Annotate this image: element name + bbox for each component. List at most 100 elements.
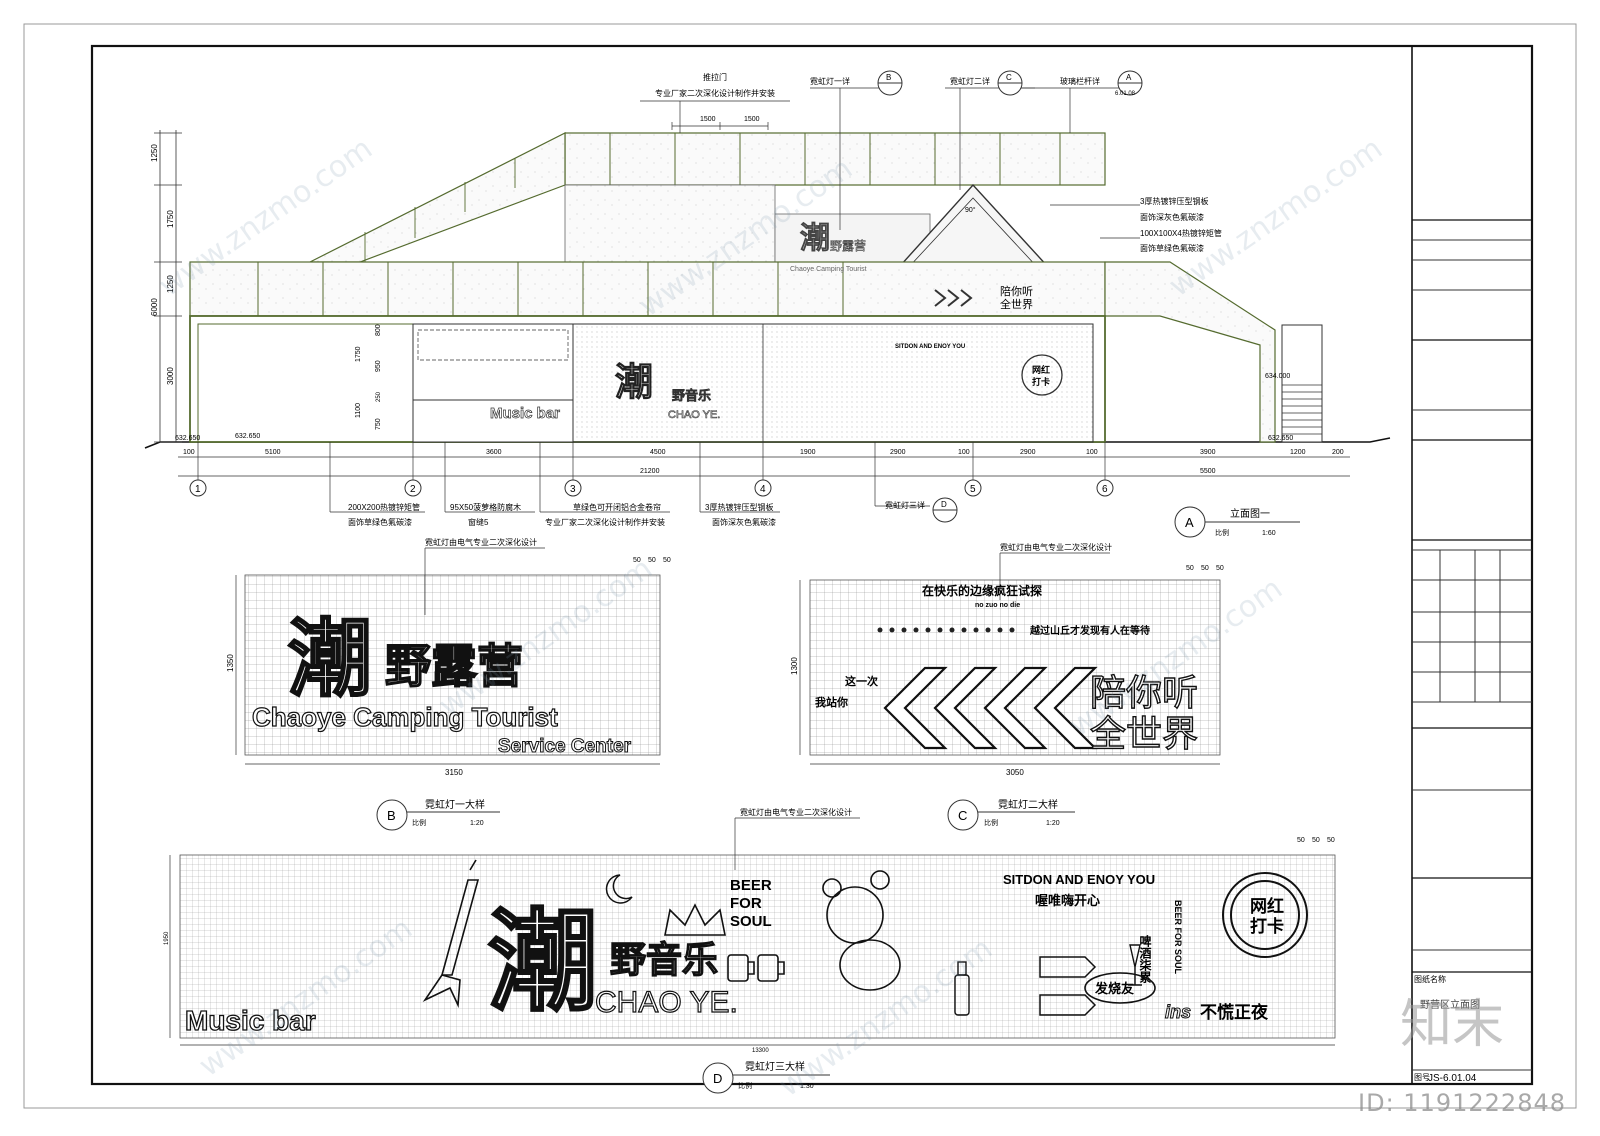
axis-marker-2: 2 <box>404 442 422 497</box>
detail-d-griddim-1: 50 <box>1297 837 1305 844</box>
callout-neon1: 霓虹灯一详 <box>810 76 850 86</box>
callout-glass-sheet: 6.01.08 <box>1115 91 1136 97</box>
stair-block <box>1281 324 1323 443</box>
detail-d-beer3: SOUL <box>730 913 772 930</box>
axis-marker-6: 6 <box>1096 442 1114 497</box>
axis-marker-1: 1 <box>189 442 207 497</box>
detail-c-line2: 越过山丘才发现有人在等待 <box>1029 624 1150 637</box>
level-left: 632.650 <box>175 435 200 442</box>
dim-bottom-3: 3600 <box>486 449 502 456</box>
crown-icon <box>664 903 726 936</box>
detail-b-griddim-3: 50 <box>663 557 671 564</box>
detail-d-wanghong: 网红 <box>1250 896 1284 916</box>
detail-b-note: 霓虹灯由电气专业二次深化设计 <box>425 537 537 547</box>
note-bottom-2a: 95X50菠萝格防腐木 <box>450 502 521 512</box>
dim-top-2: 1500 <box>744 116 760 123</box>
drawing-no-label: 图号 <box>1414 1073 1430 1082</box>
level-right-2: 632.650 <box>1268 435 1293 442</box>
elev-peinitng: 陪你听 <box>1000 284 1033 298</box>
window-opening <box>412 323 574 443</box>
dim-inner-3: 950 <box>375 360 382 372</box>
detail-c-scale: 1:20 <box>1046 820 1060 827</box>
wine-glass-icon <box>1128 944 1142 986</box>
upper-stair <box>309 132 566 263</box>
note-right-2: 面饰深灰色氟碳漆 <box>1140 212 1204 222</box>
detail-b-scale-label: 比例 <box>412 818 426 827</box>
elev-yeyinyue: 野音乐 <box>672 388 711 403</box>
axis-label-2: 2 <box>410 484 416 495</box>
detail-c-line1-sub: no zuo no die <box>975 602 1020 609</box>
elev-music-bar: Music bar <box>490 405 560 422</box>
callout-vendor: 专业厂家二次深化设计制作并安装 <box>655 88 775 98</box>
callout-sliding-door: 推拉门 <box>703 72 727 82</box>
right-stair <box>1104 261 1276 443</box>
elevation-drawing: 90° 潮 Music bar 野音乐 CHAO YE. SITDO <box>144 70 1391 538</box>
neon-wall-panel <box>572 323 1094 443</box>
note-right-4: 面饰草绿色氟碳漆 <box>1140 243 1204 253</box>
detail-d-griddim-3: 50 <box>1327 837 1335 844</box>
detail-b-char: 潮 <box>288 612 372 706</box>
detail-d-width: 13300 <box>752 1048 769 1054</box>
detail-c-big1: 陪你听 <box>1090 672 1198 713</box>
callout-neon1-ref: B <box>886 73 891 82</box>
axis-marker-5: 5 <box>964 442 982 497</box>
dim-bottom-1: 100 <box>183 449 195 456</box>
detail-d-cheer: 喔唯嗨开心 <box>1035 893 1100 908</box>
detail-b-width: 3150 <box>445 768 463 777</box>
dim-bottom-10: 3900 <box>1200 449 1216 456</box>
dim-left-total: 6000 <box>150 298 159 316</box>
detail-d-ins-cn: 不慌正夜 <box>1200 1002 1269 1022</box>
astronaut-bear-icon <box>822 870 901 991</box>
axis-label-1: 1 <box>195 484 201 495</box>
dim-left-2: 1750 <box>166 210 175 228</box>
dim-left-3: 1250 <box>166 275 175 293</box>
dim-inner-6: 750 <box>375 418 382 430</box>
detail-d-scale-label: 比例 <box>738 1081 752 1090</box>
wanghong-badge <box>1222 872 1308 958</box>
detail-b-griddim-2: 50 <box>648 557 656 564</box>
detail-d-daka: 打卡 <box>1250 916 1284 936</box>
elev-scale-label: 比例 <box>1215 528 1229 537</box>
callout-neon2: 霓虹灯二详 <box>950 76 990 86</box>
outer-border <box>23 23 1577 1109</box>
elev-symbol: A <box>1185 515 1194 530</box>
detail-c-symbol: C <box>958 808 967 823</box>
title-block: 图纸名称 野营区立面图 图号 JS-6.01.04 <box>1411 46 1532 1084</box>
detail-b-height: 1350 <box>226 654 235 672</box>
detail-c-chevrons <box>883 666 1098 750</box>
axis-marker-3: 3 <box>564 442 582 497</box>
detail-b-griddim-1: 50 <box>633 557 641 564</box>
detail-b-title: 霓虹灯一大样 <box>425 798 485 811</box>
detail-c-line1: 在快乐的边缘疯狂试探 <box>922 583 1042 598</box>
detail-d-symbol: D <box>713 1071 722 1086</box>
note-bottom-2b: 窗缝5 <box>468 517 489 527</box>
dim-left-1: 1250 <box>150 144 159 162</box>
detail-c: 霓虹灯由电气专业二次深化设计 50 50 50 1300 3050 在快乐的边缘… <box>790 542 1224 831</box>
detail-d-griddim-2: 50 <box>1312 837 1320 844</box>
dim-bottom-12: 200 <box>1332 449 1344 456</box>
detail-d-cn: 野音乐 <box>610 939 718 980</box>
detail-c-height: 1300 <box>790 657 799 675</box>
wine-bottle-icon <box>954 961 970 1016</box>
note-bottom-3b: 专业厂家二次深化设计制作并安装 <box>545 517 665 527</box>
note-right-1: 3厚热镀锌压型钢板 <box>1140 196 1208 206</box>
detail-c-title: 霓虹灯二大样 <box>998 798 1058 811</box>
dim-total-right: 5500 <box>1200 468 1216 475</box>
elev-daka: 打卡 <box>1032 376 1050 387</box>
axis-label-3: 3 <box>570 484 576 495</box>
detail-b: 霓虹灯由电气专业二次深化设计 50 50 50 1350 3150 潮 野露营 … <box>226 537 671 831</box>
dim-bottom-4: 4500 <box>650 449 666 456</box>
note-bottom-5-ref: D <box>941 500 947 509</box>
dim-left-4: 3000 <box>166 367 175 385</box>
detail-d: 霓虹灯由电气专业二次深化设计 50 50 50 1950 13300 Music… <box>164 807 1336 1094</box>
guitar-icon <box>422 859 480 1009</box>
drawing-number: JS-6.01.04 <box>1428 1073 1477 1084</box>
elev-upper-en: Chaoye Camping Tourist <box>790 266 867 273</box>
detail-b-en1: Chaoye Camping Tourist <box>252 702 558 732</box>
detail-b-scale: 1:20 <box>470 820 484 827</box>
drawing-name: 野营区立面图 <box>1420 998 1480 1011</box>
watermark-brand: 知末 <box>1399 995 1504 1055</box>
dim-inner-1: 800 <box>375 324 382 336</box>
inner-border <box>90 44 1534 1086</box>
